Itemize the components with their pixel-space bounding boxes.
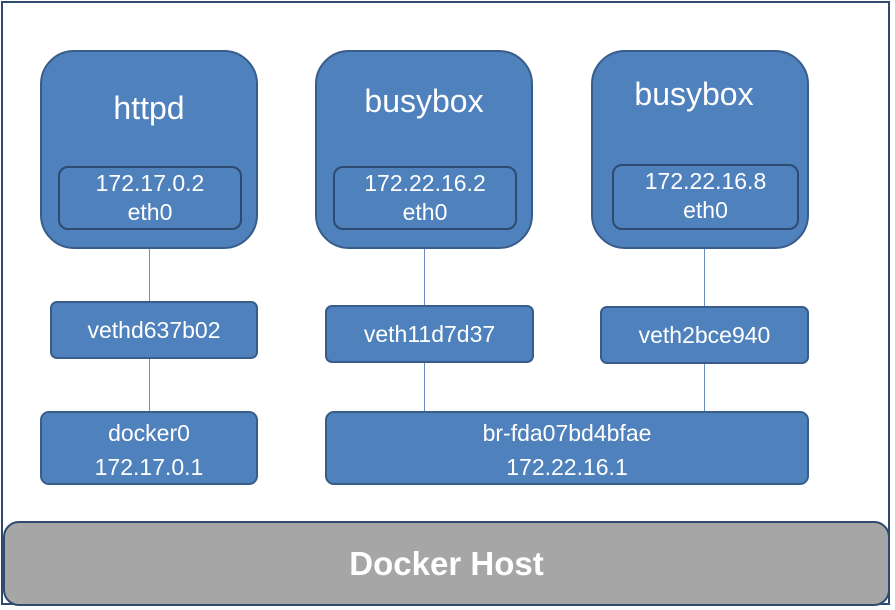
interface-ip: 172.22.16.2: [364, 170, 486, 196]
connector-line: [149, 248, 150, 302]
container-busybox-2: busybox 172.22.16.8 eth0: [591, 50, 809, 249]
bridge-docker0: docker0 172.17.0.1: [40, 411, 258, 485]
interface-name: eth0: [683, 197, 728, 223]
interface-name: eth0: [127, 199, 173, 225]
veth-interface: veth11d7d37: [325, 305, 534, 363]
interface-ip: 172.17.0.2: [95, 170, 205, 196]
bridge-ip: 172.22.16.1: [506, 454, 628, 480]
connector-line: [149, 358, 150, 412]
container-interface: 172.22.16.8 eth0: [612, 164, 799, 230]
container-name: busybox: [364, 83, 484, 119]
connector-line: [424, 248, 425, 305]
container-name: httpd: [113, 90, 185, 126]
bridge-name: br-fda07bd4bfae: [482, 420, 652, 446]
bridge-user-network: br-fda07bd4bfae 172.22.16.1: [325, 411, 809, 485]
container-interface: 172.22.16.2 eth0: [333, 166, 517, 230]
container-httpd: httpd 172.17.0.2 eth0: [40, 50, 258, 249]
connector-line: [424, 362, 425, 412]
connector-line: [704, 363, 705, 412]
docker-host-bar: Docker Host: [3, 521, 890, 606]
connector-line: [704, 248, 705, 306]
interface-name: eth0: [402, 199, 448, 225]
veth-interface: veth2bce940: [600, 306, 809, 364]
container-busybox-1: busybox 172.22.16.2 eth0: [315, 50, 533, 249]
veth-interface: vethd637b02: [50, 301, 258, 359]
container-interface: 172.17.0.2 eth0: [58, 166, 242, 230]
container-name: busybox: [634, 76, 754, 112]
bridge-name: docker0: [108, 420, 190, 446]
interface-ip: 172.22.16.8: [644, 168, 767, 194]
bridge-ip: 172.17.0.1: [94, 454, 204, 480]
